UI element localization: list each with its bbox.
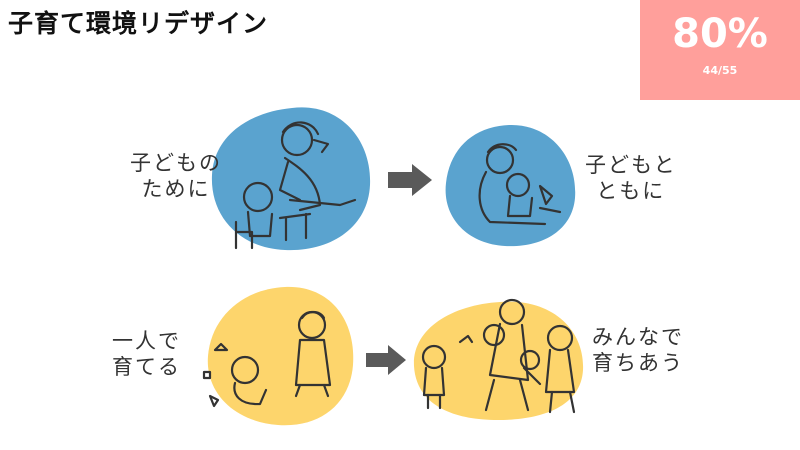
label-raise-alone-line-1: 一人で [112,329,181,353]
blob-child-with-illustration [445,124,576,247]
blob-child-for-illustration [211,107,371,251]
progress-percent: 80% [672,11,768,57]
page-title: 子育て環境リデザイン [8,9,269,38]
blob-raise-alone-illustration [202,286,354,426]
label-raise-alone: 一人で 育てる [112,328,181,380]
label-raise-alone-line-2: 育てる [112,355,181,379]
label-child-with: 子どもと ともに [585,152,677,204]
label-child-for-line-1: 子どもの [130,151,222,175]
blob-grow-together-illustration [413,298,584,420]
label-grow-together: みんなで 育ちあう [592,324,684,376]
label-grow-together-line-2: 育ちあう [592,351,684,375]
arrow-row-1 [388,164,432,196]
arrow-row-2 [366,345,406,375]
label-child-with-line-2: ともに [596,179,666,203]
progress-count: 44/55 [702,64,738,77]
label-child-for-line-2: ために [141,177,211,201]
label-child-with-line-1: 子どもと [585,153,677,177]
label-grow-together-line-1: みんなで [592,325,684,349]
label-child-for: 子どもの ために [130,150,222,202]
progress-badge: 80% 44/55 [640,0,800,100]
